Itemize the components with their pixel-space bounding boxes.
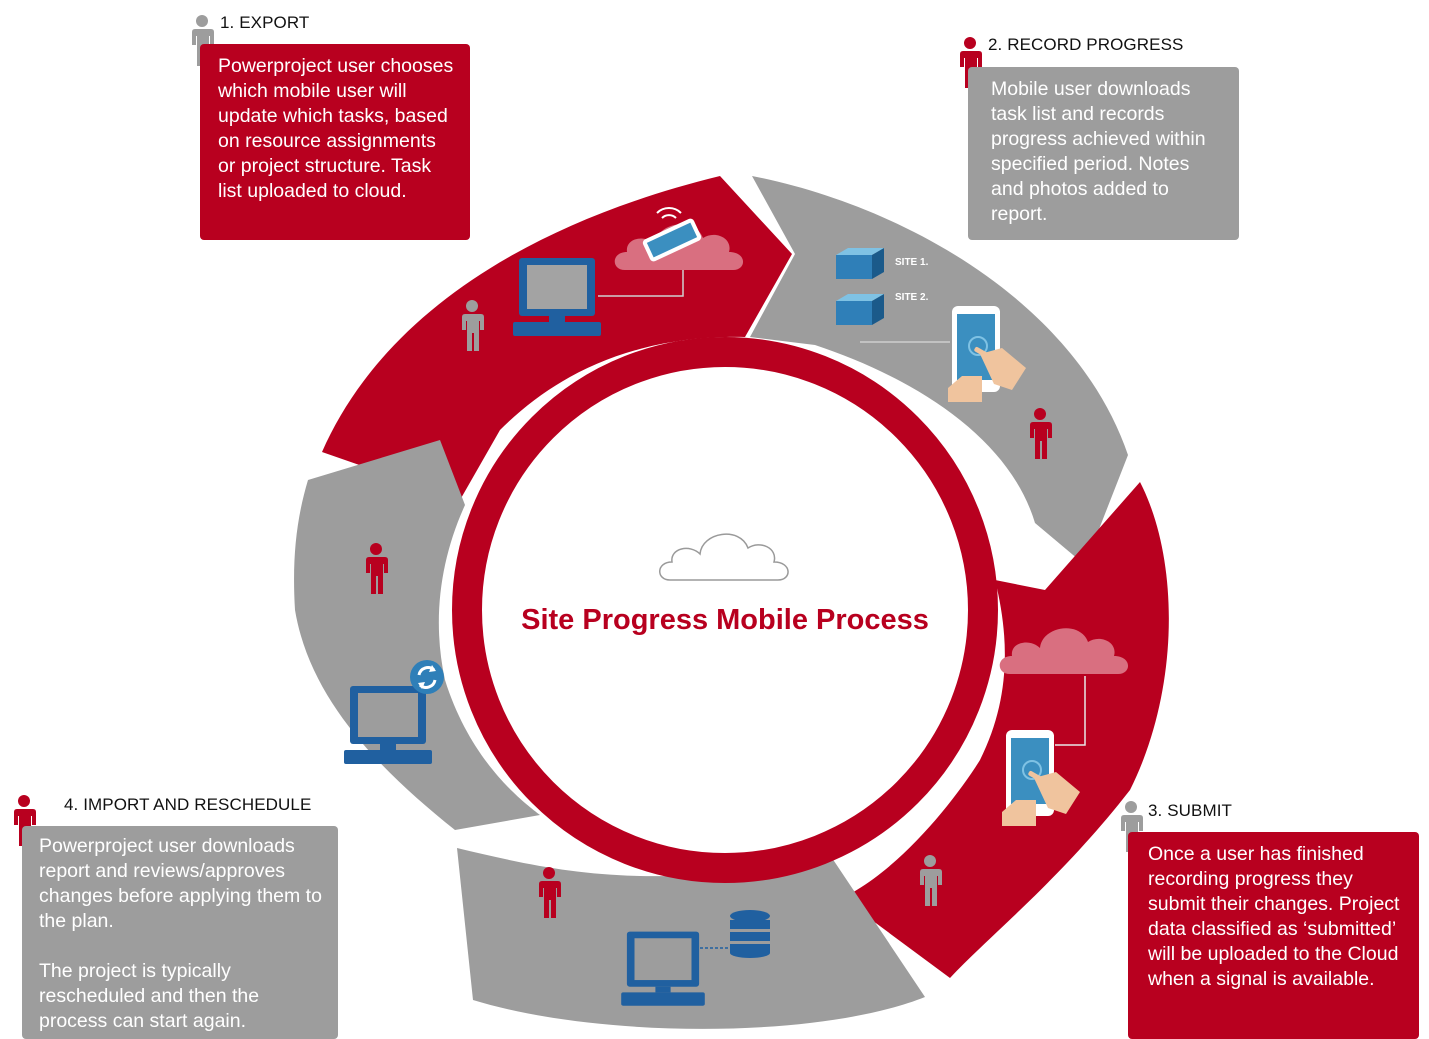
refresh-icon bbox=[410, 660, 444, 694]
inner-ring bbox=[452, 337, 998, 883]
site-1-box-icon bbox=[836, 248, 884, 279]
step1-title: 1. EXPORT bbox=[220, 13, 310, 32]
site-1-label: SITE 1. bbox=[895, 257, 929, 268]
step4-title: 4. IMPORT AND RESCHEDULE bbox=[64, 795, 312, 814]
step2-description: Mobile user downloads task list and reco… bbox=[991, 78, 1206, 225]
step2-description-box: Mobile user downloads task list and reco… bbox=[968, 67, 1239, 240]
step1-description-box: Powerproject user chooses which mobile u… bbox=[200, 44, 470, 240]
submit-connector-line bbox=[1055, 676, 1086, 746]
export-tablet-icon bbox=[642, 218, 702, 262]
step1-description: Powerproject user chooses which mobile u… bbox=[218, 55, 454, 202]
site-2-box-icon bbox=[836, 294, 884, 325]
export-desktop-computer-icon bbox=[513, 258, 601, 336]
export-connector-line bbox=[598, 270, 684, 297]
import-database-icon bbox=[730, 910, 770, 958]
reschedule-desktop-computer-icon bbox=[344, 686, 432, 764]
step3-description: Once a user has finished recording progr… bbox=[1148, 843, 1400, 990]
step4-description-box: Powerproject user downloads report and r… bbox=[22, 826, 338, 1039]
import-desktop-computer-icon bbox=[621, 931, 705, 1006]
step4-description-1: Powerproject user downloads report and r… bbox=[39, 835, 322, 932]
site-2-label: SITE 2. bbox=[895, 292, 929, 303]
step2-title: 2. RECORD PROGRESS bbox=[988, 35, 1184, 54]
export-wifi-icon bbox=[656, 207, 682, 219]
step4-description-2: The project is typically rescheduled and… bbox=[39, 960, 260, 1032]
segment-submit-arrow bbox=[842, 482, 1169, 978]
step3-description-box: Once a user has finished recording progr… bbox=[1128, 832, 1419, 1039]
step3-title: 3. SUBMIT bbox=[1148, 801, 1233, 820]
center-title: Site Progress Mobile Process bbox=[521, 604, 929, 636]
